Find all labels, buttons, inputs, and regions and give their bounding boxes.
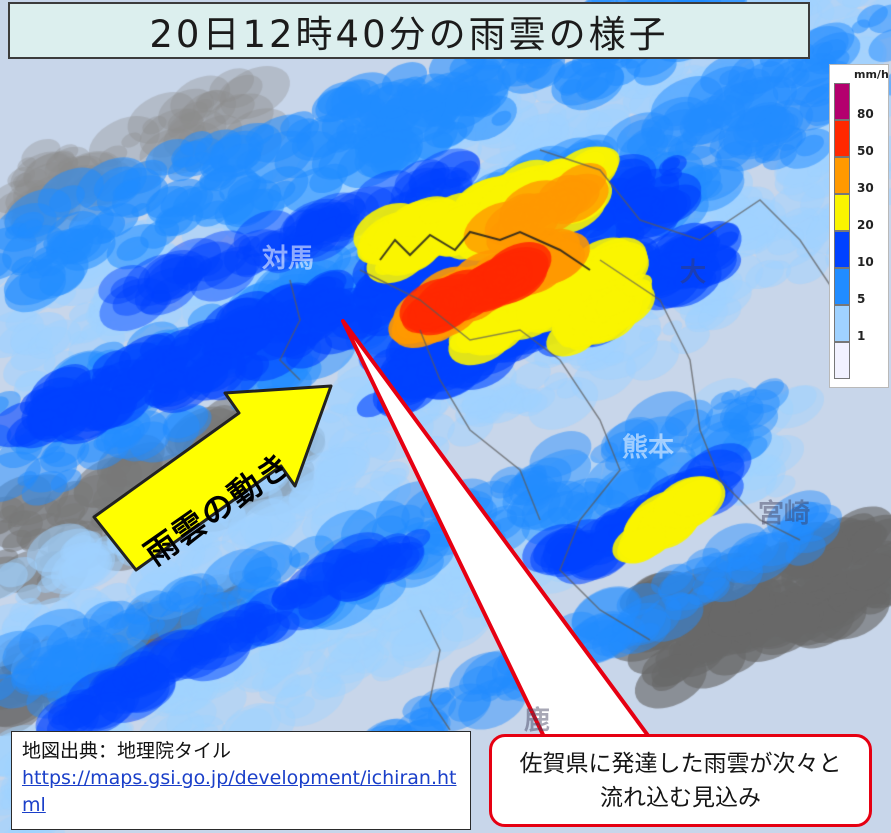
movement-arrow-icon [92,384,333,572]
map-label-oita: 大 [680,258,707,288]
legend-swatch [834,120,850,157]
map-label-miyazaki: 宮崎 [758,499,811,529]
legend-label: 50 [857,144,874,158]
legend-label: 10 [857,255,874,269]
map-label-tsushima: 対馬 [262,244,315,274]
forecast-callout: 佐賀県に発達した雨雲が次々と流れ込む見込み [489,734,872,827]
legend-swatch [834,342,850,379]
legend-label: 1 [857,329,866,343]
callout-text: 佐賀県に発達した雨雲が次々と流れ込む見込み [519,750,842,811]
map-source-label: 地図出典：地理院タイル [22,740,232,762]
map-label-kumamoto: 熊本 [622,433,675,463]
legend-label: 20 [857,218,874,232]
callout-pointer [341,319,657,747]
map-source-box: 地図出典：地理院タイル https://maps.gsi.go.jp/devel… [11,731,471,830]
rain-legend: mm/h 80 50 30 20 10 5 1 [829,64,889,388]
legend-label: 80 [857,107,874,121]
legend-label: 30 [857,181,874,195]
title-box: 20日12時40分の雨雲の様子 [8,2,810,59]
legend-swatch [834,305,850,342]
page-title: 20日12時40分の雨雲の様子 [149,12,669,56]
map-source-link[interactable]: https://maps.gsi.go.jp/development/ichir… [22,767,457,816]
legend-label: 5 [857,292,866,306]
legend-swatch [834,194,850,231]
map-label-kagoshima: 鹿 [524,706,551,736]
legend-swatch [834,157,850,194]
legend-swatch [834,268,850,305]
legend-swatch [834,231,850,268]
legend-swatch [834,83,850,120]
legend-unit: mm/h [854,68,889,81]
